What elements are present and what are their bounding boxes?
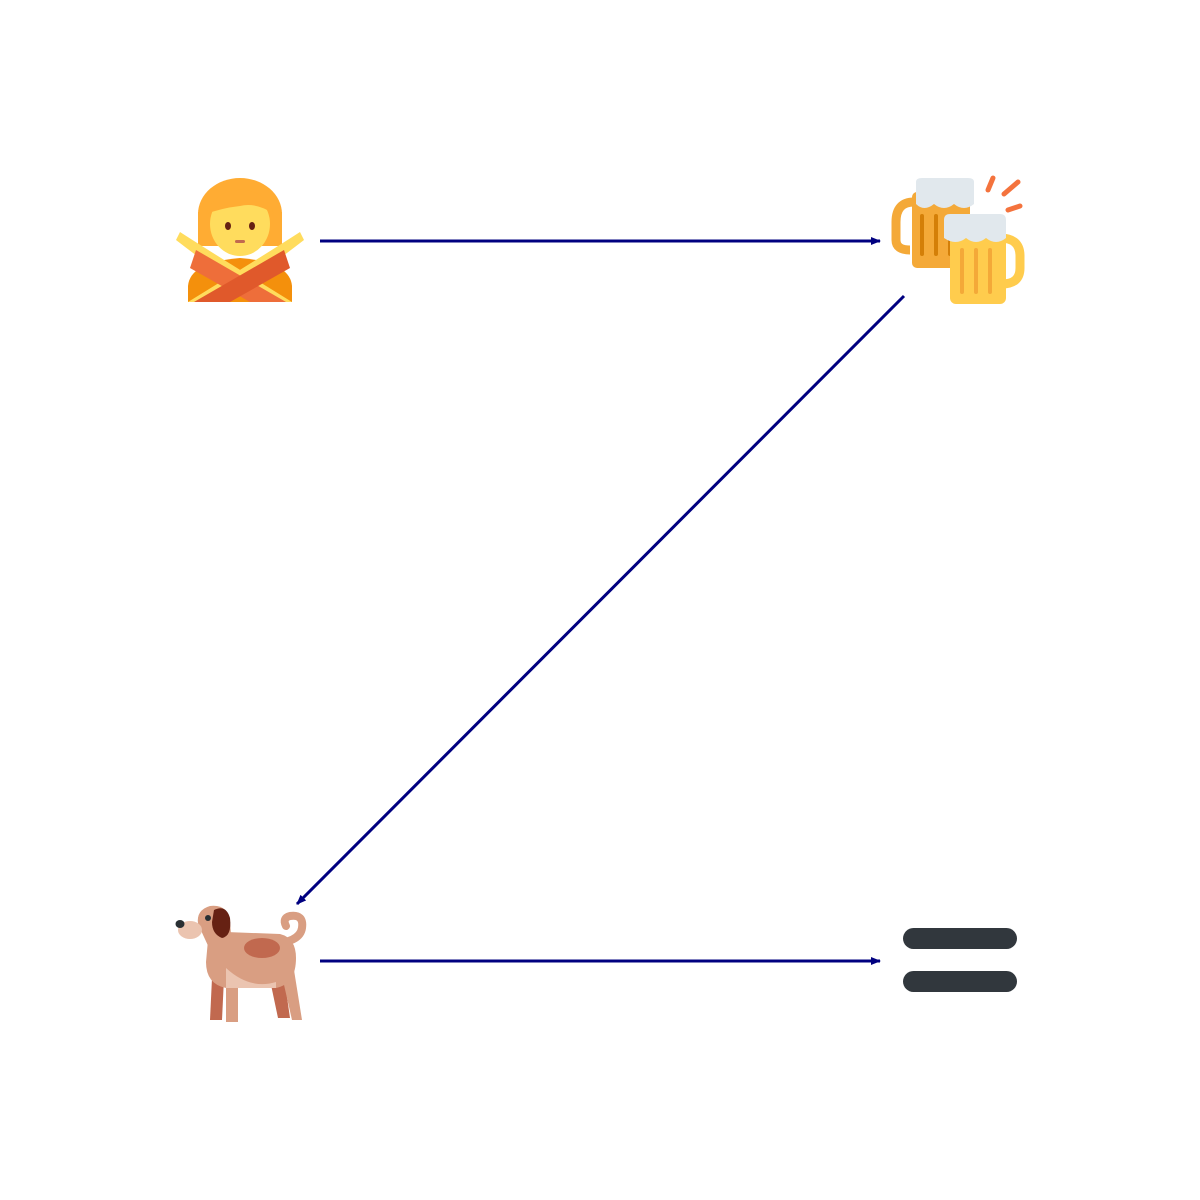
edges xyxy=(295,237,906,965)
person-gesturing-no-icon xyxy=(176,178,304,302)
arrow-beer-to-dog xyxy=(295,294,906,906)
equals-sign-icon xyxy=(903,928,1017,992)
clinking-beer-mugs-icon xyxy=(891,175,1025,304)
dog-icon xyxy=(175,905,307,1022)
